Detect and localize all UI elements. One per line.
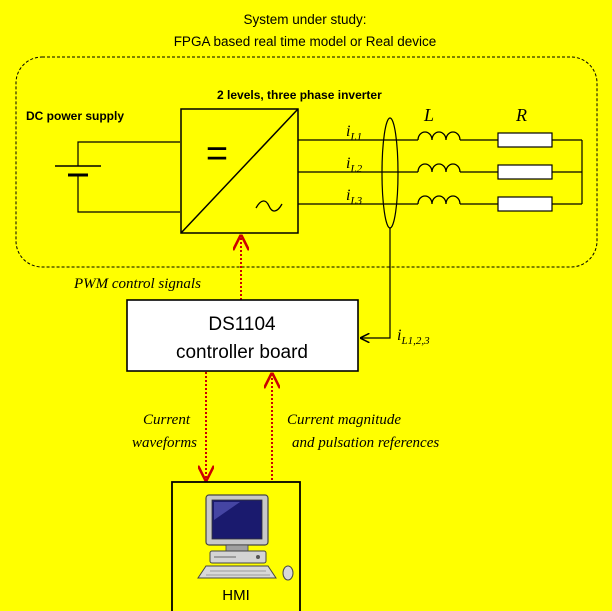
references-label-1: Current magnitude: [287, 412, 401, 428]
inductor-2: [417, 163, 461, 173]
resistor-label: R: [515, 105, 527, 125]
controller-line-2: controller board: [176, 342, 308, 363]
inverter-diagonal: [180, 108, 299, 234]
resistor-3: [497, 196, 553, 212]
inverter: 2 levels, three phase inverter =: [180, 88, 382, 234]
resistor-2: [497, 164, 553, 180]
pwm-label: PWM control signals: [73, 276, 201, 292]
dc-power-supply: DC power supply: [26, 109, 180, 213]
inductor-label: L: [423, 105, 434, 125]
header-line-2: FPGA based real time model or Real devic…: [174, 34, 437, 49]
resistor-1: [497, 132, 553, 148]
inductor-1: [417, 131, 461, 141]
current-label-1: iL1: [346, 123, 362, 143]
feedback-current-label: iL1,2,3: [397, 327, 430, 347]
waveforms-label-1: Current: [143, 412, 191, 428]
current-label-2: iL2: [346, 155, 363, 175]
controller-line-1: DS1104: [208, 314, 276, 335]
controller-board: DS1104 controller board: [126, 299, 359, 372]
hmi-label: HMI: [222, 587, 250, 604]
dc-supply-label: DC power supply: [26, 109, 124, 123]
hmi: HMI: [171, 481, 301, 611]
inverter-ac-symbol: [255, 200, 283, 212]
references-label-2: and pulsation references: [292, 435, 439, 451]
header-line-1: System under study:: [243, 12, 366, 27]
system-boundary: [15, 56, 598, 268]
inverter-label: 2 levels, three phase inverter: [217, 88, 382, 102]
phase-lines: [298, 131, 583, 212]
current-label-3: iL3: [346, 187, 363, 207]
inverter-dc-symbol: =: [206, 133, 228, 175]
controller-box: [126, 299, 359, 372]
inductor-3: [417, 195, 461, 205]
feedback-arrow: [361, 228, 391, 338]
waveforms-label-2: waveforms: [132, 435, 197, 451]
computer-icon: [197, 494, 294, 581]
